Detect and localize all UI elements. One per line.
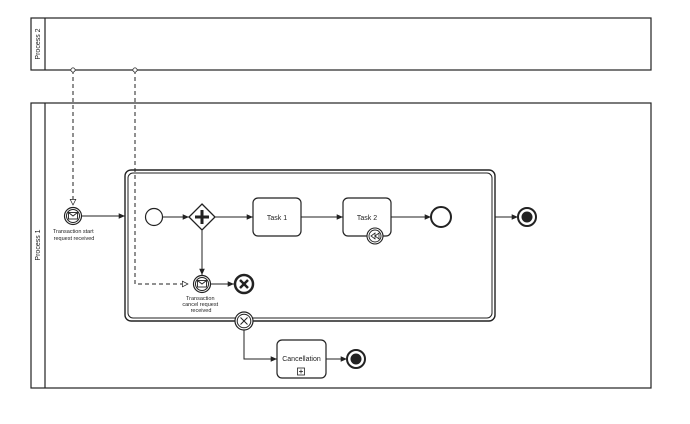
task-1[interactable]: Task 1 <box>252 197 302 237</box>
process-end-event[interactable] <box>517 207 537 227</box>
cancellation-subprocess[interactable]: Cancellation <box>276 339 327 379</box>
transaction-cancel-event[interactable] <box>192 274 212 294</box>
task-2-label: Task 2 <box>357 215 377 222</box>
sequence-flow-cancel-boundary-to-cancellation[interactable] <box>243 330 277 362</box>
transaction-subprocess[interactable] <box>124 169 496 322</box>
transaction-start-label: Transaction start request received <box>53 229 95 242</box>
cancellation-end-event[interactable] <box>346 349 366 369</box>
cancel-boundary-event[interactable] <box>234 311 254 331</box>
inner-end-event[interactable] <box>430 206 452 228</box>
pool-label-process-1: Process 1 <box>35 229 42 260</box>
subprocess-plus-icon <box>297 367 305 376</box>
parallel-gateway-plus-icon <box>195 210 209 224</box>
compensation-boundary-event[interactable] <box>366 227 384 245</box>
cancellation-label: Cancellation <box>282 356 321 363</box>
cancel-x-icon <box>240 317 248 325</box>
envelope-icon <box>197 280 207 288</box>
cancel-x-icon <box>239 279 249 289</box>
pool-label-process-2: Process 2 <box>35 28 42 59</box>
message-flow-cancel[interactable] <box>135 70 188 284</box>
inner-start-event[interactable] <box>144 207 164 227</box>
pool-process-2[interactable]: Process 2 <box>30 17 652 71</box>
cancel-end-event[interactable] <box>233 273 255 295</box>
transaction-cancel-label: Transaction cancel request received <box>182 296 219 314</box>
task-1-label: Task 1 <box>267 215 287 222</box>
compensation-rewind-icon <box>370 232 380 240</box>
pool-process-1[interactable]: Process 1 <box>30 102 652 389</box>
task-2[interactable]: Task 2 <box>342 197 392 237</box>
transaction-start-event[interactable] <box>63 206 83 226</box>
envelope-icon <box>68 212 78 220</box>
